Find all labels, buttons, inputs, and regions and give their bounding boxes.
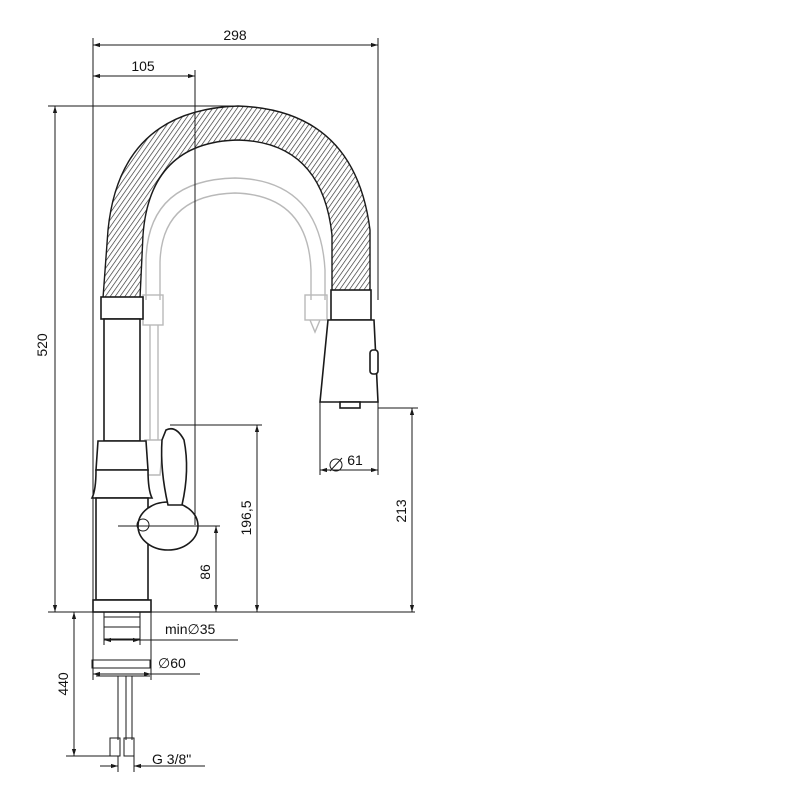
spray-diameter-label: 61: [347, 452, 363, 468]
vertical-column: [103, 318, 141, 442]
spout-reach-label: 105: [131, 58, 155, 74]
body-shoulder: [90, 469, 154, 499]
lever-handle: [160, 427, 188, 506]
spring-collar-right: [330, 289, 372, 321]
spring-collar-left: [100, 296, 144, 320]
spray-diameter-symbol: [329, 457, 343, 472]
under-counter-label: 440: [55, 672, 71, 696]
mounting-hardware: [91, 616, 151, 757]
body-base: [95, 497, 149, 601]
spray-head: [319, 289, 379, 409]
outlet-height-label: 213: [393, 499, 409, 523]
dimension-lines: [48, 38, 418, 772]
hole-diameter-label: min∅35: [165, 621, 216, 637]
faucet-body: [90, 296, 199, 613]
spring-spout: [102, 105, 371, 299]
handle-height-label: 196,5: [238, 500, 254, 535]
overall-height-label: 520: [34, 333, 50, 357]
ghost-spout: [142, 177, 328, 476]
connection-thread-label: G 3/8": [152, 751, 191, 767]
base-flange: [92, 599, 152, 613]
overall-width-label: 298: [223, 27, 247, 43]
base-diameter-label: ∅60: [158, 655, 186, 671]
column-ring: [95, 440, 149, 471]
handle-axis-label: 86: [197, 564, 213, 580]
